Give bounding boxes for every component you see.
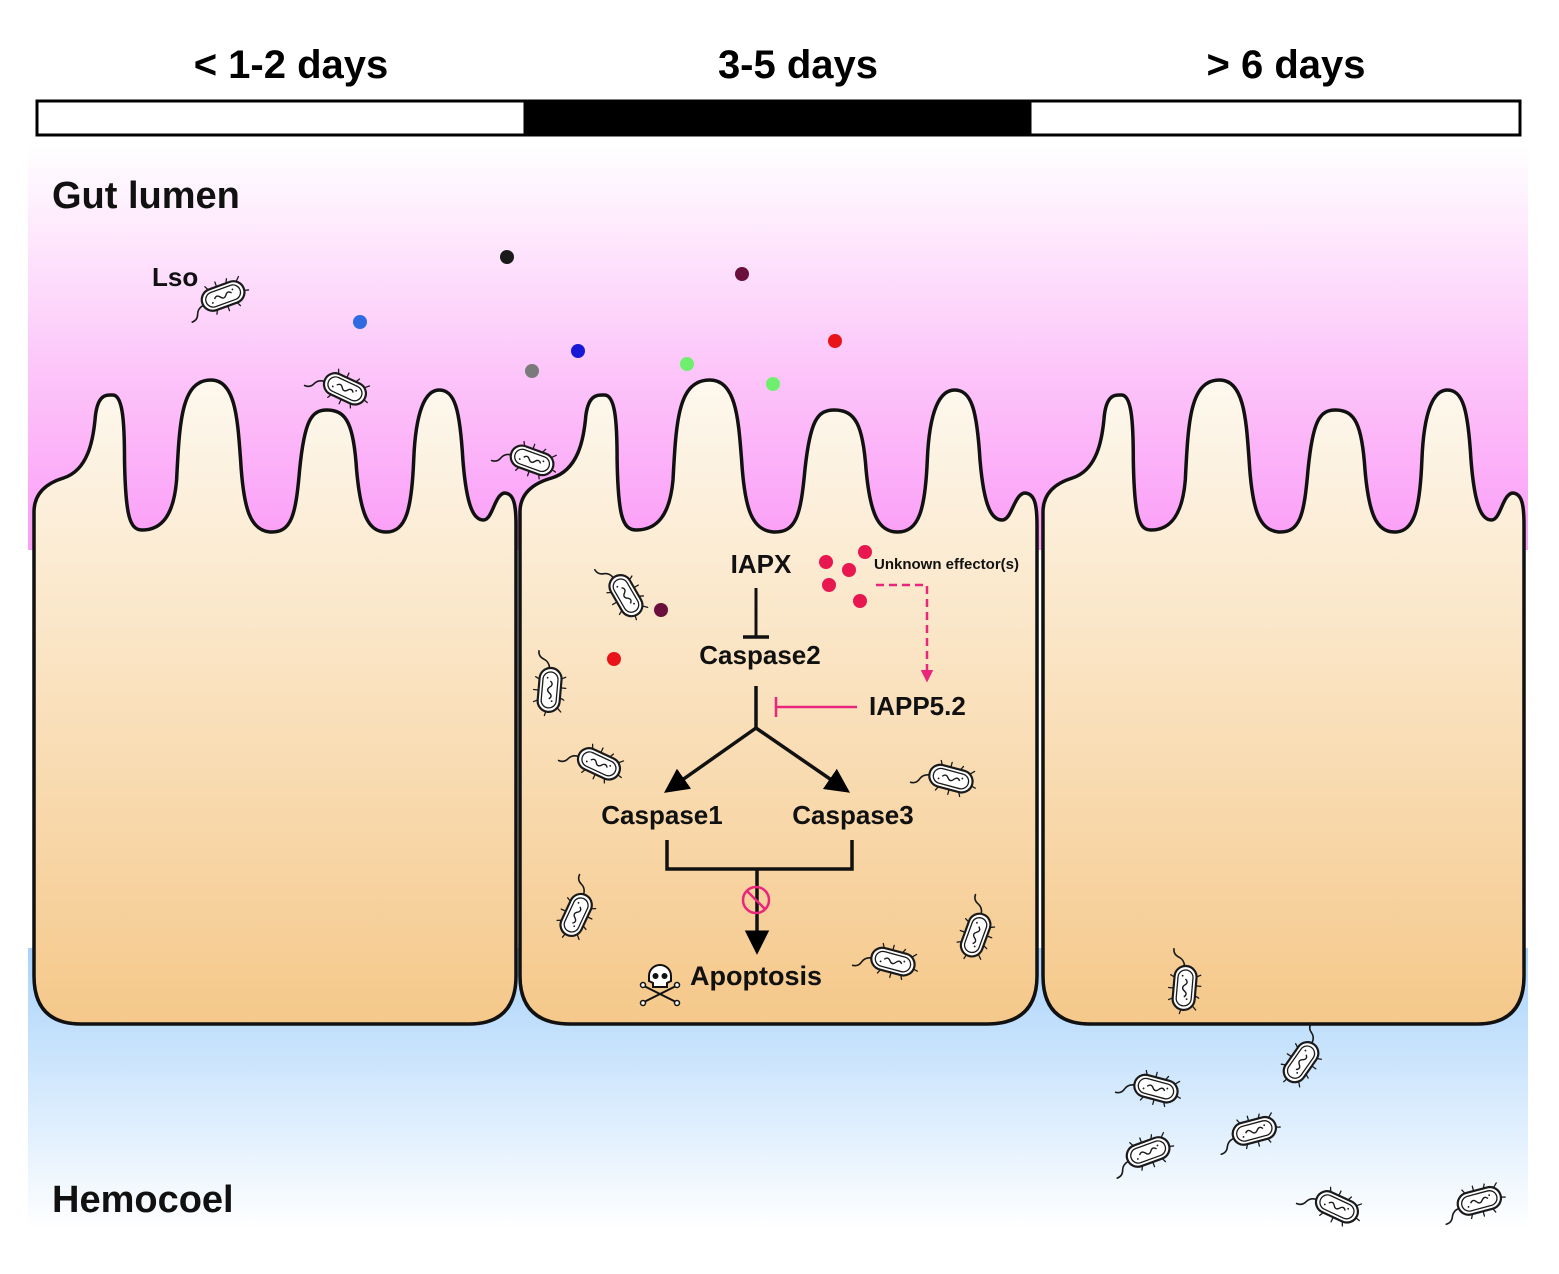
molecule-dot: [571, 344, 585, 358]
epithelial-cells: [32, 378, 1526, 1026]
molecule-dot: [828, 334, 842, 348]
epithelial-cell: [32, 378, 518, 1026]
timeline: < 1-2 days 3-5 days > 6 days: [35, 43, 1522, 137]
phase-label-middle: 3-5 days: [718, 43, 878, 87]
molecule-dot: [353, 315, 367, 329]
iapp-label: IAPP5.2: [869, 691, 966, 721]
epithelial-cell: [518, 378, 1039, 1026]
skull-crossbones-icon: [639, 964, 681, 1007]
molecule-dot: [654, 603, 668, 617]
iapx-label: IAPX: [731, 549, 792, 579]
gut-lumen-label: Gut lumen: [52, 175, 240, 217]
effector-dot: [853, 594, 867, 608]
caspase-join: [665, 840, 854, 871]
caspase1-label: Caspase1: [601, 800, 722, 830]
gut-lumen-region: [28, 145, 1528, 550]
epithelial-cell: [1041, 378, 1526, 1026]
hemocoel-label: Hemocoel: [52, 1179, 234, 1221]
arrow-to-caspase1: [663, 726, 758, 793]
caspase2-label: Caspase2: [699, 640, 820, 670]
timeline-segment-late: [1028, 99, 1522, 137]
caspase3-label: Caspase3: [792, 800, 913, 830]
effector-dashed-arrow: [876, 583, 934, 683]
timeline-segment-early: [35, 99, 527, 137]
effector-dot: [822, 578, 836, 592]
unknown-effectors-label: Unknown effector(s): [874, 556, 1019, 573]
phase-label-early: < 1-2 days: [194, 43, 389, 87]
effector-dot: [858, 545, 872, 559]
molecule-dot: [680, 357, 694, 371]
molecule-dot: [766, 377, 780, 391]
molecules: [353, 250, 872, 666]
effector-dot: [819, 555, 833, 569]
phase-label-late: > 6 days: [1206, 43, 1365, 87]
molecule-dot: [735, 267, 749, 281]
apoptosis-label: Apoptosis: [690, 961, 822, 991]
molecule-dot: [525, 364, 539, 378]
molecule-dot: [607, 652, 621, 666]
lso-label: Lso: [152, 262, 198, 292]
prohibition-icon: [741, 885, 771, 915]
molecule-dot: [500, 250, 514, 264]
arrow-to-caspase3: [755, 726, 851, 793]
timeline-segment-middle: [523, 99, 1032, 137]
effector-dot: [842, 563, 856, 577]
apoptosis-pathway: IAPX Unknown effector(s) Caspase2 IAPP5.…: [601, 549, 1019, 1007]
